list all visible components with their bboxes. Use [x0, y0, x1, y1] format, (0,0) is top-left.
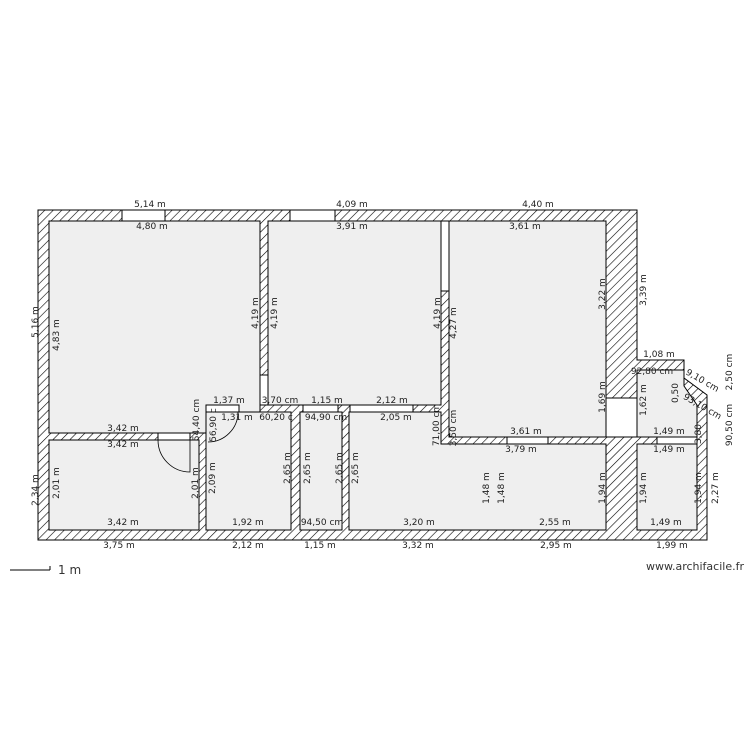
dimension-label: 1,48 m — [482, 472, 492, 504]
dimension-label: 3,50 cm — [449, 410, 459, 447]
dimension-label: 4,19 m — [433, 297, 443, 329]
dimension-label: 2,50 cm — [725, 354, 735, 391]
dimension-label: 3,79 m — [505, 445, 537, 455]
dimension-label: 3,39 m — [639, 274, 649, 306]
dimension-label: 1,15 m — [304, 541, 336, 551]
room-2 — [267, 220, 442, 406]
dimension-label: 60,20 c — [259, 413, 293, 423]
dimension-label: 1,69 m — [598, 381, 608, 413]
dimension-label: 1,08 m — [643, 350, 675, 360]
dimension-label: 2,65 m — [283, 452, 293, 484]
dimension-label: 1,99 m — [656, 541, 688, 551]
dimension-label: 4,83 m — [52, 319, 62, 351]
door-opening — [349, 404, 414, 413]
dimension-label: 94,50 cm — [301, 518, 343, 528]
dimension-label: 2,55 m — [539, 518, 571, 528]
dimension-label: 5,14 m — [134, 200, 166, 210]
dimension-label: 3,70 cm — [262, 396, 299, 406]
dimension-label: 2,12 m — [232, 541, 264, 551]
door-opening — [656, 436, 698, 445]
dimension-label: 1,15 m — [311, 396, 343, 406]
dimension-label: 92,80 cm — [631, 367, 673, 377]
dimension-label: 2,12 m — [376, 396, 408, 406]
dimension-label: 1,31 m — [221, 413, 253, 423]
opening — [605, 397, 638, 438]
dimension-label: 4,09 m — [336, 200, 368, 210]
dimension-label: 3,42 m — [107, 440, 139, 450]
room-bottom-left — [48, 439, 200, 531]
dimension-label: 1,49 m — [653, 427, 685, 437]
dimension-label: 94,90 cm — [305, 413, 347, 423]
dimension-label: 4,40 m — [522, 200, 554, 210]
dimension-label: 71,00 cm — [432, 404, 442, 446]
dimension-label: 3,61 m — [509, 222, 541, 232]
dimension-label: 3,32 m — [402, 541, 434, 551]
dimension-label: 56,90 c — [209, 408, 219, 442]
dimension-label: 54,40 cm — [192, 399, 202, 441]
dimension-label: 1,94 m — [639, 472, 649, 504]
dimension-label: 3,42 m — [107, 424, 139, 434]
dimension-label: 2,34 m — [31, 474, 41, 506]
opening — [440, 220, 450, 292]
door-swing-arc — [157, 439, 191, 473]
window — [289, 209, 336, 222]
dimension-label: 1,49 m — [650, 518, 682, 528]
dimension-label: 3,20 m — [403, 518, 435, 528]
dimension-label: 2,01 m — [191, 467, 201, 499]
dimension-label: 2,65 m — [335, 452, 345, 484]
dimension-label: 2,95 m — [540, 541, 572, 551]
dimension-label: 1,37 m — [213, 396, 245, 406]
rooms — [48, 220, 698, 531]
door-opening — [302, 404, 339, 413]
dimension-label: 4,19 m — [270, 297, 280, 329]
dimension-label: 2,27 m — [711, 472, 721, 504]
room-6 — [348, 411, 607, 531]
room-4 — [205, 411, 292, 531]
dimension-label: 1,48 m — [497, 472, 507, 504]
dimension-label: 3,61 m — [510, 427, 542, 437]
dimension-label: 2,01 m — [52, 467, 62, 499]
dimension-label: 1,94 m — [598, 472, 608, 504]
room-3 — [448, 220, 607, 438]
dimension-label: 2,65 m — [351, 452, 361, 484]
dimension-label: 3,80 — [694, 424, 704, 444]
room-1 — [48, 220, 261, 434]
openings — [121, 209, 698, 473]
dimension-label: 3,91 m — [336, 222, 368, 232]
dimension-label: 3,22 m — [598, 278, 608, 310]
dimension-label: 2,65 m — [303, 452, 313, 484]
dimension-label: 90,50 cm — [725, 404, 735, 446]
dimension-label: 4,80 m — [136, 222, 168, 232]
window — [506, 436, 549, 445]
dimension-label: 2,05 m — [380, 413, 412, 423]
dimension-label: 1,49 m — [653, 445, 685, 455]
room-5 — [299, 411, 343, 531]
scale-bar-label: 1 m — [58, 563, 81, 577]
opening — [259, 374, 269, 406]
dimension-label: 1,62 m — [639, 384, 649, 416]
dimension-label: 5,16 m — [31, 306, 41, 338]
watermark: www.archifacile.fr — [646, 560, 744, 573]
dimension-label: 3,42 m — [107, 518, 139, 528]
dimension-label: 1,94 m — [694, 472, 704, 504]
dimension-label: 4,19 m — [251, 297, 261, 329]
dimension-label: 3,75 m — [103, 541, 135, 551]
window — [121, 209, 166, 222]
dimension-labels: 5,14 m 4,80 m 4,09 m 3,91 m 4,40 m 3,61 m 1,37… — [31, 200, 735, 551]
door-swing-arc — [207, 411, 239, 443]
dimension-label: 2,09 m — [208, 462, 218, 494]
annex-room-bottom — [636, 443, 698, 531]
door-opening — [157, 432, 191, 441]
dimension-label: 4,27 m — [449, 307, 459, 339]
dimension-label: 0,50 — [671, 383, 681, 403]
dimension-label: 1,92 m — [232, 518, 264, 528]
door-opening — [205, 404, 240, 413]
